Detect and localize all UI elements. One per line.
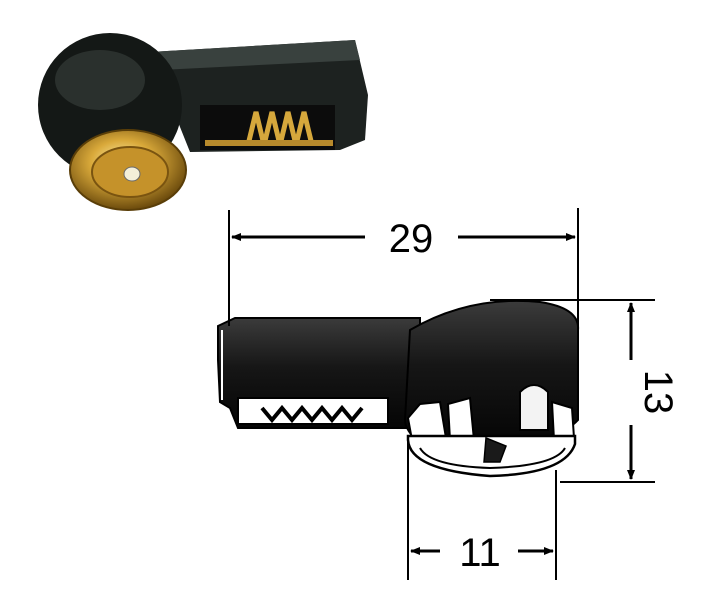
drawing-spring-zigzag	[260, 404, 364, 424]
length-label: 29	[389, 217, 434, 261]
photo-center-pin	[123, 166, 141, 182]
width-label: 11	[459, 531, 501, 575]
photo-contact-strip	[205, 140, 333, 146]
dimension-width: 11	[407, 440, 557, 580]
drawing-collar-ring-inner	[419, 447, 566, 470]
dimension-length: 29	[228, 208, 579, 330]
connector-photo	[38, 33, 368, 211]
drawing-housing-slot	[519, 384, 549, 431]
height-label: 13	[636, 370, 680, 415]
photo-cap-highlight	[55, 50, 145, 110]
connector-drawing	[217, 299, 580, 478]
drawing-center-pin	[483, 436, 507, 463]
photo-body-top	[150, 40, 360, 70]
dimension-height: 13	[490, 299, 680, 483]
